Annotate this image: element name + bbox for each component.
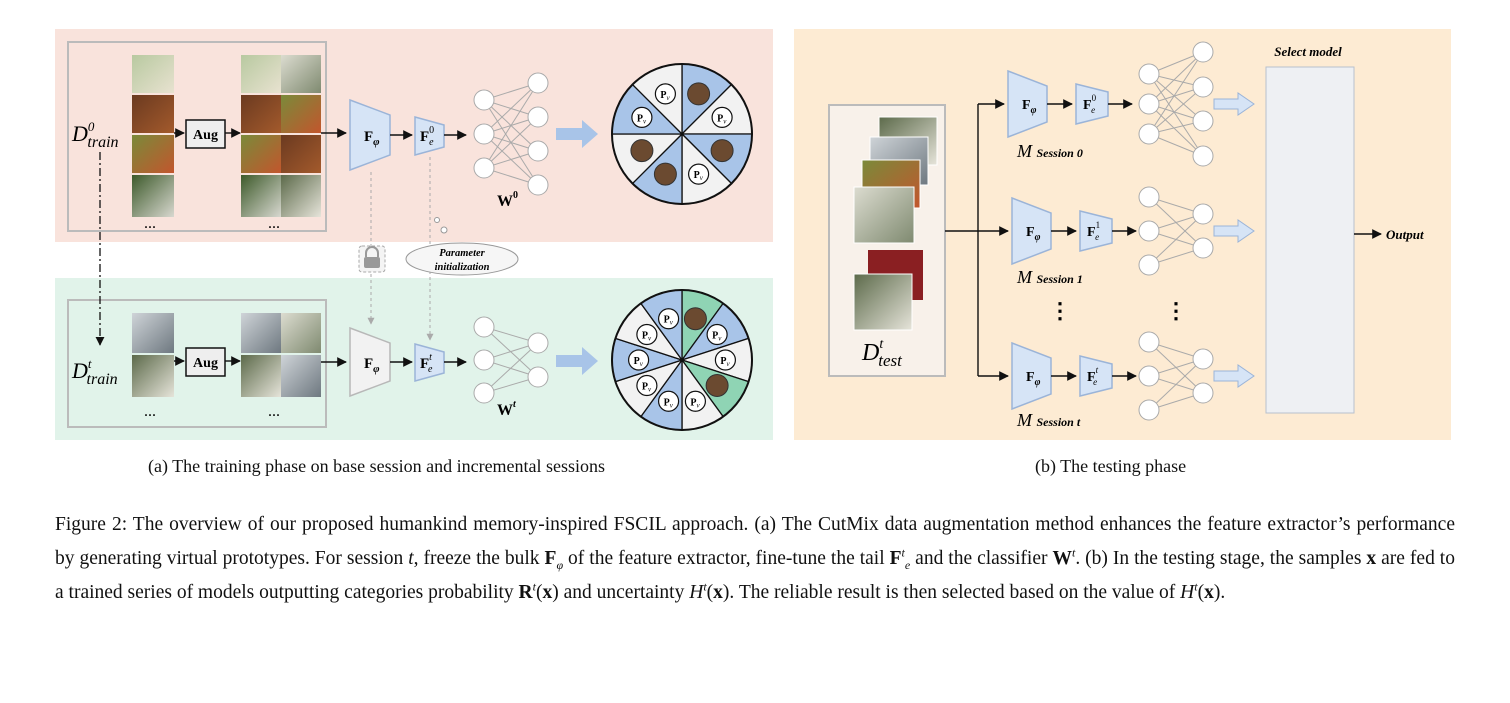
session-output-arrow	[1213, 92, 1255, 116]
svg-text:...: ...	[268, 403, 280, 420]
svg-text:Pv: Pv	[664, 397, 674, 409]
svg-text:Pv: Pv	[717, 113, 727, 125]
svg-text:⋮: ⋮	[1165, 298, 1187, 323]
output-label: Output	[1386, 227, 1424, 242]
svg-text:F1e: F1e	[1087, 220, 1100, 242]
svg-text:Pv: Pv	[694, 170, 704, 182]
base-classifier-network	[473, 72, 549, 196]
svg-text:Fφ: Fφ	[364, 129, 380, 148]
session-backbone-block	[1011, 341, 1052, 411]
incremental-aug-box	[185, 347, 226, 377]
session-backbone-block	[1011, 196, 1052, 266]
session-output-arrow	[1213, 219, 1255, 243]
prototype-marker: Pv	[688, 163, 710, 185]
test-image-stack	[853, 116, 938, 331]
prototype-marker: Pv	[657, 390, 680, 412]
prototype-marker: Pv	[631, 106, 653, 128]
select-model-label: Select model	[1274, 44, 1342, 59]
svg-text:Pv: Pv	[660, 90, 670, 102]
base-output-arrow	[556, 120, 598, 148]
incremental-backbone-block	[349, 326, 391, 398]
session-output-arrow	[1213, 364, 1255, 388]
prototype-marker: Pv	[714, 349, 737, 371]
lock-icon	[358, 245, 386, 273]
svg-text:Fφ: Fφ	[364, 356, 380, 375]
svg-text:Pv: Pv	[634, 356, 644, 368]
sample-thumbnail	[705, 374, 729, 398]
svg-text:Aug: Aug	[193, 356, 218, 371]
svg-text:Aug: Aug	[193, 128, 218, 143]
prototype-marker: Pv	[627, 349, 650, 371]
panel-b-caption: (b) The testing phase	[1035, 456, 1187, 476]
session-label: M Session t	[1016, 410, 1081, 430]
figure-caption: Figure 2: The overview of our proposed h…	[55, 514, 1455, 603]
prototype-marker: Pv	[684, 390, 707, 412]
sample-thumbnail	[710, 139, 734, 163]
incremental-augmented-grid	[241, 313, 321, 397]
base-data-box	[67, 41, 327, 232]
incremental-output-arrow	[556, 347, 598, 375]
incremental-image-column	[132, 313, 174, 397]
sample-thumbnail	[653, 162, 677, 186]
svg-text:Fte: Fte	[1087, 365, 1099, 387]
sample-thumbnail	[687, 82, 711, 106]
session-tail-block	[1079, 210, 1113, 252]
base-classifier-label: W0	[497, 190, 518, 210]
svg-text:Parameter: Parameter	[439, 248, 485, 259]
incremental-classifier-label: Wt	[497, 399, 517, 419]
svg-text:Pv: Pv	[664, 315, 674, 327]
prototype-marker: Pv	[636, 323, 658, 346]
session-classifier-network	[1138, 41, 1214, 167]
sample-thumbnail	[683, 307, 707, 331]
prototype-marker: Pv	[654, 83, 676, 105]
select-model-box	[1265, 66, 1355, 414]
session-classifier-network	[1138, 186, 1214, 276]
prototype-marker: Pv	[711, 106, 733, 128]
base-backbone-block	[349, 98, 391, 172]
session-label: M Session 1	[1016, 267, 1083, 287]
svg-text:Pv: Pv	[637, 113, 647, 125]
session-tail-block	[1079, 355, 1113, 397]
session-tail-block	[1075, 83, 1109, 125]
svg-text:Fte: Fte	[420, 352, 433, 375]
session-label: M Session 0	[1016, 141, 1083, 161]
prototype-marker: Pv	[706, 323, 728, 346]
session-classifier-network	[1138, 331, 1214, 421]
parameter-initialization-cloud: Parameter initialization	[405, 217, 519, 276]
test-branch-arrows	[945, 99, 1009, 381]
base-ellipsis-left: ...	[144, 215, 156, 232]
svg-text:F0e: F0e	[1083, 93, 1097, 115]
incremental-classifier-network	[473, 316, 549, 404]
svg-text:Pv: Pv	[642, 330, 652, 342]
session-backbone-block	[1007, 69, 1048, 139]
panel-a-caption: (a) The training phase on base session a…	[148, 456, 606, 476]
svg-text:initialization: initialization	[435, 262, 490, 273]
base-ellipsis-right: ...	[268, 215, 280, 232]
base-augmented-grid	[241, 55, 321, 217]
prototype-marker: Pv	[636, 374, 658, 397]
svg-text:Pv: Pv	[690, 397, 700, 409]
svg-text:Pv: Pv	[720, 356, 730, 368]
sample-thumbnail	[630, 139, 654, 163]
svg-text:F0e: F0e	[420, 125, 434, 148]
prototype-marker: Pv	[657, 308, 680, 330]
base-image-column	[132, 55, 174, 217]
incremental-data-box	[67, 299, 327, 428]
svg-text:Pv: Pv	[642, 382, 652, 394]
base-aug-box	[185, 119, 226, 149]
svg-text:⋮: ⋮	[1049, 298, 1071, 323]
base-tail-block	[414, 116, 445, 156]
svg-text:...: ...	[144, 403, 156, 420]
incremental-tail-block	[414, 343, 445, 382]
svg-text:Pv: Pv	[712, 330, 722, 342]
